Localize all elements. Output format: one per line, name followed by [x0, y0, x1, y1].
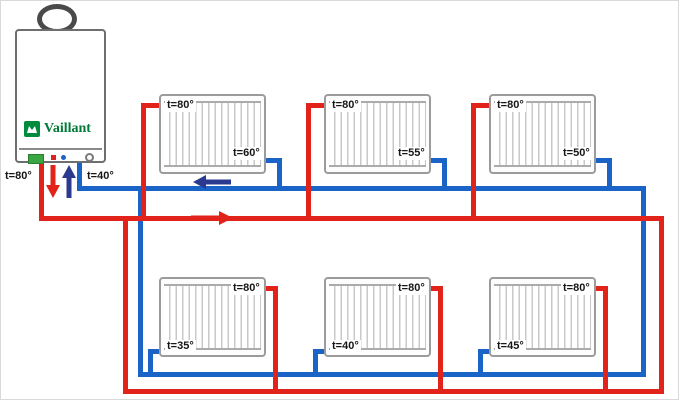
return-stub-radiator3: [596, 158, 612, 163]
supply-stub-radiator4: [266, 286, 278, 291]
supply-down-arrow-icon: [46, 165, 60, 198]
supply-flow-right-arrow-icon: [191, 211, 233, 225]
supply-riser-radiator6: [603, 286, 608, 394]
return-drop-radiator2: [442, 158, 447, 191]
radiator-fins: [164, 101, 261, 167]
radiator5-outlet-temp: t=40°: [330, 340, 361, 353]
return-drop-radiator4: [148, 349, 153, 377]
return-stub-radiator1: [266, 158, 282, 163]
radiator6-inlet-temp: t=80°: [561, 282, 592, 295]
return-pipe-boiler-rise: [77, 159, 82, 191]
boiler-display[interactable]: [28, 154, 44, 164]
supply-stub-radiator1: [141, 103, 161, 108]
return-drop-radiator3: [607, 158, 612, 191]
supply-riser-radiator1: [141, 103, 146, 221]
supply-riser-radiator2: [306, 103, 311, 221]
supply-pipe-bottom-main: [123, 389, 664, 394]
supply-stub-radiator2: [306, 103, 326, 108]
return-pipe-bottom-main: [138, 372, 646, 377]
radiator5-inlet-temp: t=80°: [396, 282, 427, 295]
supply-pipe-right-drop: [659, 216, 664, 394]
boiler-control-panel: [19, 148, 102, 164]
radiator-fins: [164, 284, 261, 350]
return-drop-radiator6: [478, 349, 483, 377]
radiator3-outlet-temp: t=50°: [561, 147, 592, 160]
radiator6-outlet-temp: t=45°: [495, 340, 526, 353]
supply-riser-radiator3: [471, 103, 476, 221]
radiator2-inlet-temp: t=80°: [330, 99, 361, 112]
vaillant-wordmark: Vaillant: [44, 121, 91, 136]
radiator-fins: [329, 101, 426, 167]
return-up-arrow-icon: [62, 165, 76, 198]
return-pipe-left-riser: [138, 186, 143, 377]
supply-pipe-left-drop: [123, 216, 128, 394]
return-pipe-main: [77, 186, 646, 191]
boiler-knob[interactable]: [85, 153, 94, 162]
vaillant-logo: Vaillant: [24, 121, 91, 137]
boiler-return-temp-label: t=40°: [85, 170, 116, 183]
vaillant-logo-icon: [24, 121, 40, 137]
return-stub-radiator5: [313, 349, 324, 354]
supply-stub-radiator3: [471, 103, 491, 108]
boiler: Vaillant: [15, 29, 106, 164]
boiler-supply-port-icon: [51, 155, 56, 160]
radiator-fins: [494, 284, 591, 350]
return-stub-radiator2: [431, 158, 447, 163]
radiator-fins: [329, 284, 426, 350]
supply-pipe-main: [39, 216, 664, 221]
supply-riser-radiator5: [438, 286, 443, 394]
boiler-return-port-icon: [61, 155, 66, 160]
supply-riser-radiator4: [273, 286, 278, 394]
return-pipe-right-drop: [641, 186, 646, 377]
radiator-1: [159, 94, 266, 174]
return-flow-left-arrow-icon: [193, 175, 231, 189]
radiator3-inlet-temp: t=80°: [495, 99, 526, 112]
supply-stub-radiator5: [431, 286, 443, 291]
return-stub-radiator6: [478, 349, 489, 354]
return-drop-radiator1: [277, 158, 282, 191]
radiator1-outlet-temp: t=60°: [231, 147, 262, 160]
return-drop-radiator5: [313, 349, 318, 377]
radiator4-outlet-temp: t=35°: [165, 340, 196, 353]
boiler-supply-temp-label: t=80°: [3, 170, 34, 183]
supply-pipe-boiler-drop: [39, 159, 44, 221]
radiator4-inlet-temp: t=80°: [231, 282, 262, 295]
return-stub-radiator4: [148, 349, 159, 354]
radiator2-outlet-temp: t=55°: [396, 147, 427, 160]
radiator1-inlet-temp: t=80°: [165, 99, 196, 112]
radiator-2: [324, 94, 431, 174]
supply-stub-radiator6: [596, 286, 608, 291]
